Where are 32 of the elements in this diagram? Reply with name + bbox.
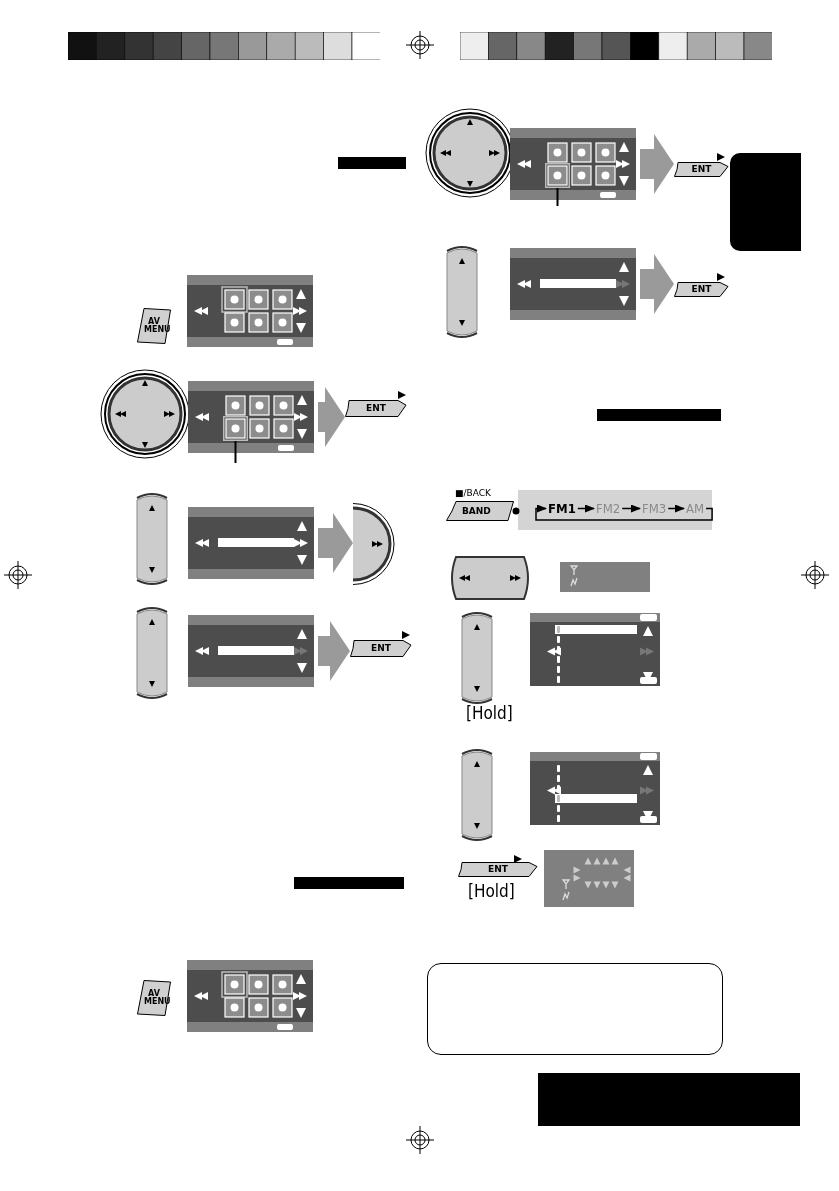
block-arrow xyxy=(318,387,345,447)
block-arrow xyxy=(318,621,350,681)
leader-line xyxy=(556,187,559,207)
av-menu-button: AV MENU xyxy=(137,308,171,344)
side-tab xyxy=(730,153,801,251)
ent-button: ENT xyxy=(458,862,538,877)
arrow xyxy=(577,504,595,513)
block-arrow xyxy=(640,134,674,194)
ent-button: ENT xyxy=(350,640,412,657)
band-cycle-panel xyxy=(518,490,712,530)
arrow xyxy=(667,504,685,513)
control-dial xyxy=(353,503,395,585)
arrow xyxy=(621,504,641,513)
hold-caption: [Hold] xyxy=(468,881,515,901)
band-name: FM2 xyxy=(596,501,621,516)
block-arrow xyxy=(318,513,353,573)
menu-icon xyxy=(223,416,248,441)
band-name: FM3 xyxy=(642,501,667,516)
arrow xyxy=(535,504,713,521)
block-arrow xyxy=(640,254,674,314)
connector-line xyxy=(512,507,520,515)
av-menu-button: AV MENU xyxy=(137,980,171,1016)
ent-button: ENT xyxy=(674,282,729,297)
band-button: BAND xyxy=(446,501,514,521)
ent-button: ENT xyxy=(345,400,407,417)
band-name: FM1 xyxy=(548,501,576,516)
leader-line xyxy=(234,440,237,464)
menu-icon xyxy=(545,163,570,188)
band-name: AM xyxy=(686,501,705,516)
button-caption: ■/BACK xyxy=(455,488,491,499)
hold-caption: [Hold] xyxy=(466,703,513,723)
ent-button: ENT xyxy=(674,162,729,177)
